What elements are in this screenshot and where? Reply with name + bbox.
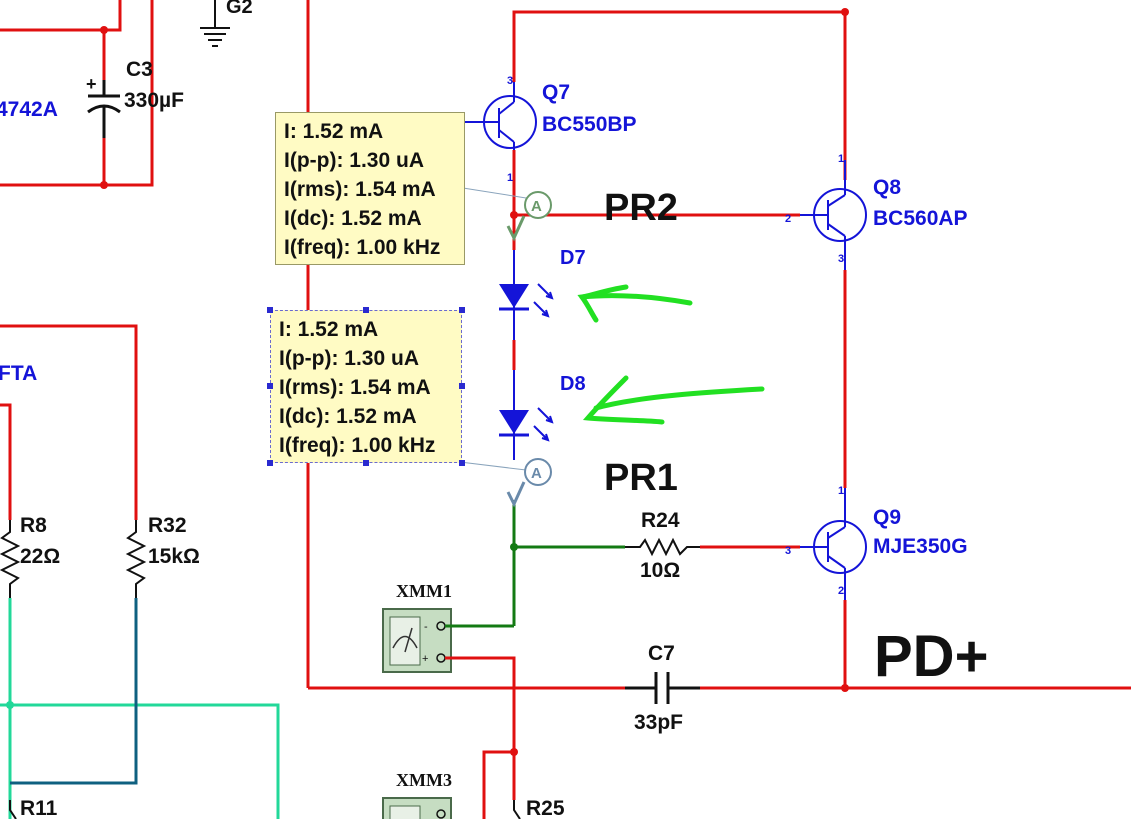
r24-ref-label: R24	[641, 509, 680, 532]
q9-pin1: 1	[838, 485, 844, 497]
probe-top-current-dc: I(dc): 1.52 mA	[284, 207, 422, 230]
q9-model-label: MJE350G	[873, 535, 968, 558]
q7-pin3: 3	[507, 75, 513, 87]
q8-model-label: BC560AP	[873, 207, 968, 230]
current-probe-bottom[interactable]	[459, 458, 552, 508]
transistor-q7[interactable]	[464, 82, 537, 150]
capacitor-c7[interactable]	[625, 672, 700, 704]
probe-bottom-current: I: 1.52 mA	[279, 318, 379, 341]
q9-pin3: 3	[785, 545, 791, 557]
r32-ref-label: R32	[148, 514, 187, 537]
svg-text:-: -	[424, 621, 428, 633]
net-label-pr2: PR2	[604, 187, 678, 229]
resistor-r11[interactable]	[9, 800, 17, 819]
r11-ref-label: R11	[20, 797, 58, 819]
probe-top-current-rms: I(rms): 1.54 mA	[284, 178, 436, 201]
r32-value-label: 15kΩ	[148, 545, 200, 568]
r24-value-label: 10Ω	[640, 559, 680, 582]
r8-value-label: 22Ω	[20, 545, 60, 568]
q8-pin1: 1	[838, 153, 844, 165]
green-junction	[510, 543, 518, 551]
probe-bottom-current-pp: I(p-p): 1.30 uA	[279, 347, 419, 370]
c3-polarity-plus: +	[86, 74, 97, 94]
probe-top-a-label: A	[531, 198, 542, 215]
g2-label: G2	[226, 0, 253, 18]
probe-top-current: I: 1.52 mA	[284, 120, 384, 143]
probe-readout-top[interactable]: I: 1.52 mA I(p-p): 1.30 uA I(rms): 1.54 …	[275, 112, 465, 265]
c3-ref-label: C3	[126, 58, 153, 81]
probe-bottom-current-dc: I(dc): 1.52 mA	[279, 405, 417, 428]
probe-bottom-a-label: A	[531, 465, 542, 482]
svg-text:+: +	[422, 653, 428, 665]
q8-ref-label: Q8	[873, 176, 901, 199]
c7-ref-label: C7	[648, 642, 675, 665]
net-label-pd-plus: PD+	[874, 624, 988, 689]
c7-value-label: 33pF	[634, 711, 683, 734]
q7-model-label: BC550BP	[542, 113, 637, 136]
multimeter-xmm3[interactable]	[382, 797, 452, 819]
wire-junctions	[100, 8, 849, 756]
q9-pin2: 2	[838, 585, 844, 597]
net-label-pr1: PR1	[604, 457, 678, 499]
multimeter-xmm1[interactable]: - +	[382, 608, 462, 673]
probe-readout-bottom[interactable]: I: 1.52 mA I(p-p): 1.30 uA I(rms): 1.54 …	[270, 310, 462, 463]
resistor-r8[interactable]	[0, 520, 21, 598]
diode-partial-label: 4742A	[0, 98, 58, 121]
xmm3-label: XMM3	[396, 770, 452, 790]
transistor-q8[interactable]	[800, 160, 867, 270]
ground-symbol-g2[interactable]	[200, 0, 230, 47]
annotation-arrow-d7	[577, 284, 693, 323]
q8-pin2: 2	[785, 213, 791, 225]
q9-ref-label: Q9	[873, 506, 901, 529]
current-probe-top[interactable]	[462, 187, 552, 242]
transistor-q9[interactable]	[800, 488, 867, 600]
resistor-r25[interactable]	[513, 800, 521, 819]
d8-label: D8	[560, 373, 586, 395]
green-wires	[462, 500, 625, 628]
led-d7[interactable]	[499, 250, 554, 340]
probe-bottom-current-freq: I(freq): 1.00 kHz	[279, 434, 436, 457]
probe-top-current-pp: I(p-p): 1.30 uA	[284, 149, 424, 172]
teal-junction	[6, 701, 14, 709]
resistor-r32[interactable]	[125, 520, 147, 598]
q8-pin3: 3	[838, 253, 844, 265]
resistor-r24[interactable]	[625, 537, 700, 557]
led-d8[interactable]	[499, 370, 554, 460]
teal-wires	[0, 598, 280, 819]
r25-ref-label: R25	[526, 797, 565, 819]
r8-ref-label: R8	[20, 514, 47, 537]
q7-pin1: 1	[507, 172, 513, 184]
probe-bottom-current-rms: I(rms): 1.54 mA	[279, 376, 431, 399]
xmm1-label: XMM1	[396, 581, 452, 601]
q7-ref-label: Q7	[542, 81, 570, 104]
d7-label: D7	[560, 247, 586, 269]
c3-value-label: 330µF	[124, 89, 184, 112]
annotation-arrow-d8	[582, 375, 765, 425]
capacitor-c3[interactable]	[87, 80, 121, 138]
probe-top-current-freq: I(freq): 1.00 kHz	[284, 236, 441, 259]
fta-partial-label: FTA	[0, 362, 37, 385]
